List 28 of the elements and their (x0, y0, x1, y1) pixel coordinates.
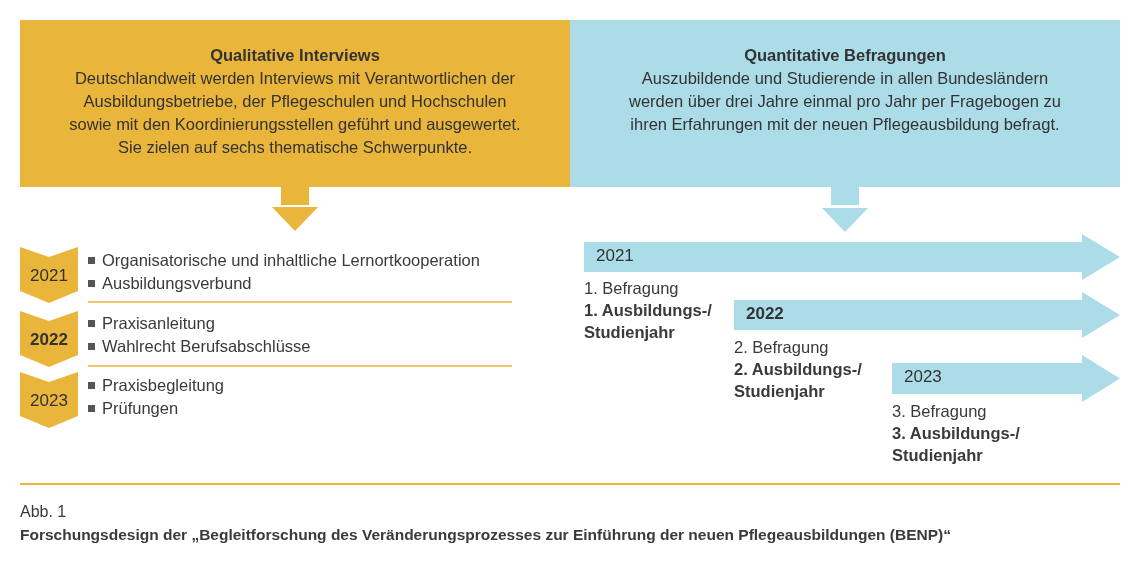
bullet-item: Wahlrecht Berufsabschlüsse (88, 335, 311, 358)
down-arrow (272, 187, 318, 231)
panel-heading: Quantitative Befragungen (743, 45, 947, 66)
year-label: 2021 (29, 266, 69, 286)
bullet-item: Prüfungen (88, 397, 224, 420)
year-of-study-label: 3. Ausbildungs-/ Studienjahr (892, 423, 1021, 466)
bullet-item: Praxisbegleitung (88, 374, 224, 397)
info-panel (570, 20, 1120, 187)
year-label: 2021 (596, 246, 634, 266)
panel-heading: Qualitative Interviews (209, 45, 381, 66)
bullet-item: Ausbildungsverbund (88, 272, 480, 295)
survey-label: 1. Befragung (584, 278, 680, 299)
down-arrow (822, 187, 868, 232)
bullet-item: Organisatorische und inhaltliche Lernortkooperation (88, 249, 480, 272)
year-label: 2023 (904, 367, 942, 387)
survey-label: 2. Befragung (734, 337, 830, 358)
year-label: 2022 (746, 304, 784, 324)
year-label: 2023 (29, 391, 69, 411)
year-of-study-label: 2. Ausbildungs-/ Studienjahr (734, 359, 863, 402)
survey-label: 3. Befragung (892, 401, 988, 422)
year-label: 2022 (29, 330, 69, 350)
year-of-study-label: 1. Ausbildungs-/ Studienjahr (584, 300, 713, 343)
panel-text: Auszubildende und Studierende in allen Bundesländern werden über drei Jahre einmal pro Jahr per Fragebogen zu ihren Erfahrungen mit der neuen Pflegeausbildung befragt. (628, 68, 1062, 135)
figure-number: Abb. 1 (20, 503, 67, 521)
figure-caption: Forschungsdesign der „Begleitforschung des Veränderungsprozesses zur Einführung der neuen Pflegeausbildungen (BENP)“ (20, 526, 951, 544)
panel-text: Deutschlandweit werden Interviews mit Verantwortlichen der Ausbildungsbetriebe, der Pflegeschulen und Hochschulen sowie mit den Koordinierungsstellen geführt und ausgewertet. Sie zielen auf sechs thematische Schwerpunkte. (68, 68, 522, 158)
info-panel (20, 20, 570, 187)
bullet-item: Praxisanleitung (88, 312, 311, 335)
